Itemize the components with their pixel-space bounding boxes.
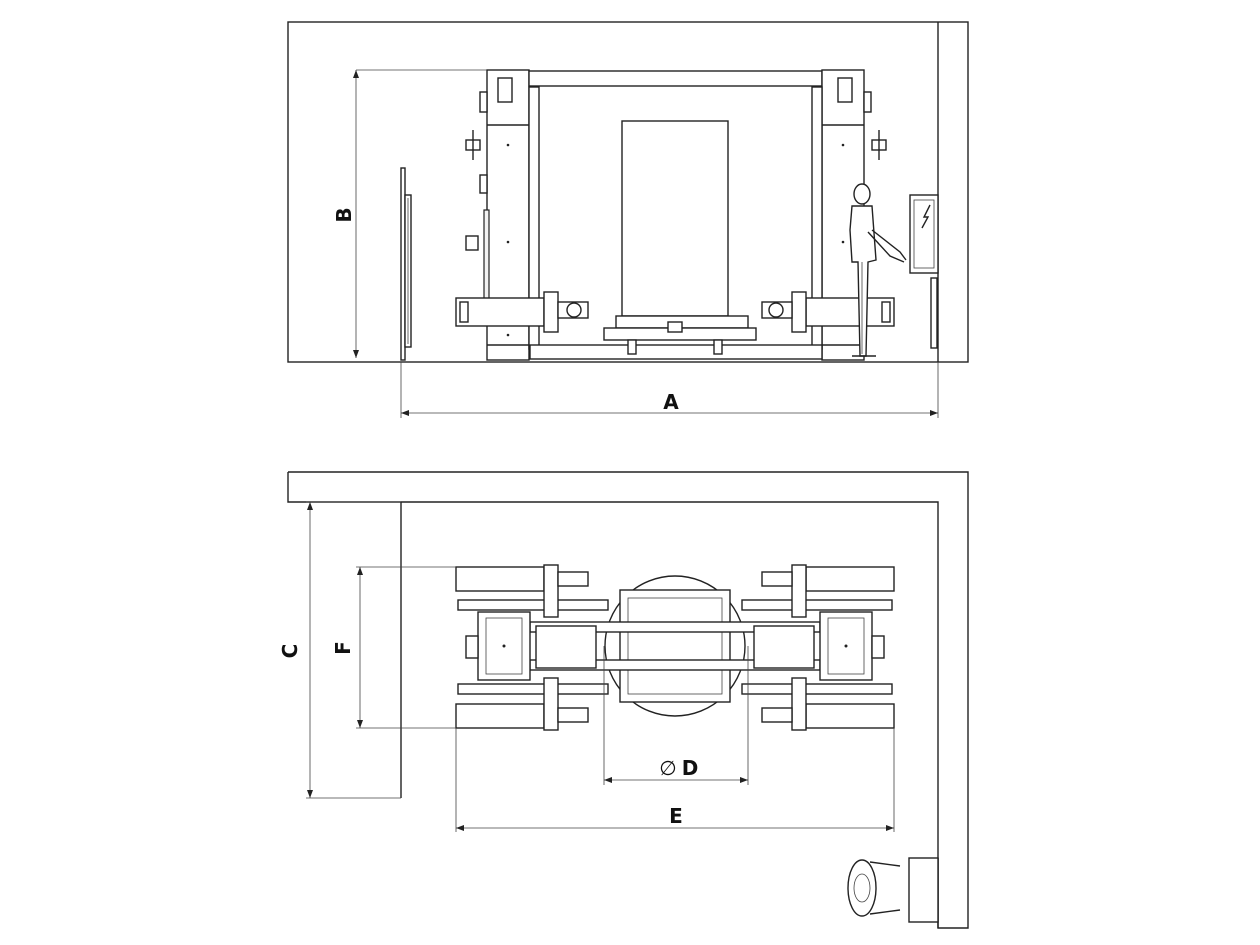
operator-figure [849, 183, 907, 357]
dimension-label-f: F [331, 641, 355, 655]
left-clamp-arm [455, 291, 589, 333]
right-clamp-arm [761, 291, 895, 333]
dimension-label-a: A [663, 390, 679, 414]
dimension-label-d: D [682, 756, 699, 780]
right-column-plan [819, 611, 885, 681]
left-arms-plan [455, 564, 597, 731]
plan-view: C F ∅ D E [278, 471, 969, 929]
dimension-f [356, 566, 456, 729]
left-column-plan [465, 611, 531, 681]
electrical-panel [909, 194, 939, 349]
dimension-e [455, 728, 895, 832]
dimension-b [353, 69, 487, 358]
dimension-c [306, 501, 401, 799]
top-beam [528, 70, 823, 87]
dimension-a [400, 362, 939, 418]
dimension-d [603, 646, 749, 785]
front-elevation-view: B A [287, 21, 969, 418]
lightning-bolt-icon [921, 204, 931, 229]
base-turntable [529, 315, 823, 360]
room-outline-front [287, 21, 969, 363]
central-frame [619, 589, 731, 703]
diameter-symbol: ∅ [659, 756, 676, 780]
load-box [621, 120, 729, 317]
dimension-label-e: E [669, 804, 683, 828]
left-door [400, 167, 412, 361]
dimension-label-b: B [332, 207, 356, 222]
operator-top-view [847, 859, 901, 917]
dimension-label-c: C [278, 644, 302, 659]
right-arms-plan [753, 564, 895, 731]
